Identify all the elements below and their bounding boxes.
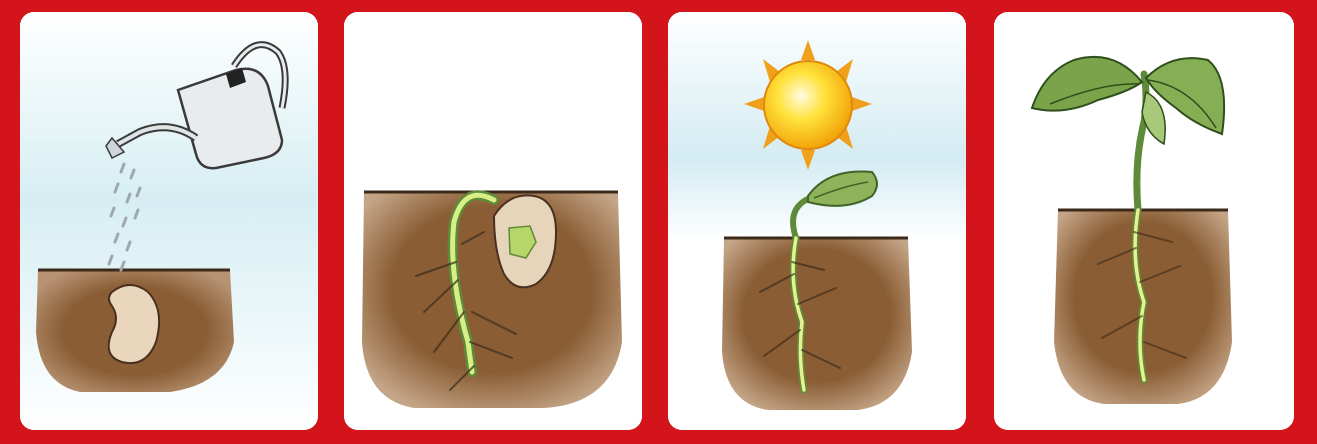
sprouting-seed-illustration (344, 12, 642, 430)
sprouting-seed-icon (494, 195, 556, 287)
panel-watering-seed (20, 12, 318, 430)
panel-seedling-sun (668, 12, 966, 430)
young-plant-illustration (994, 12, 1294, 430)
watering-seed-illustration (20, 12, 318, 430)
panel-young-plant (994, 12, 1294, 430)
bean-seed-icon (109, 285, 159, 363)
soil-icon (722, 238, 912, 410)
soil-icon (362, 192, 622, 408)
panel-sprouting-seed (344, 12, 642, 430)
seedling-sun-illustration (668, 12, 966, 430)
